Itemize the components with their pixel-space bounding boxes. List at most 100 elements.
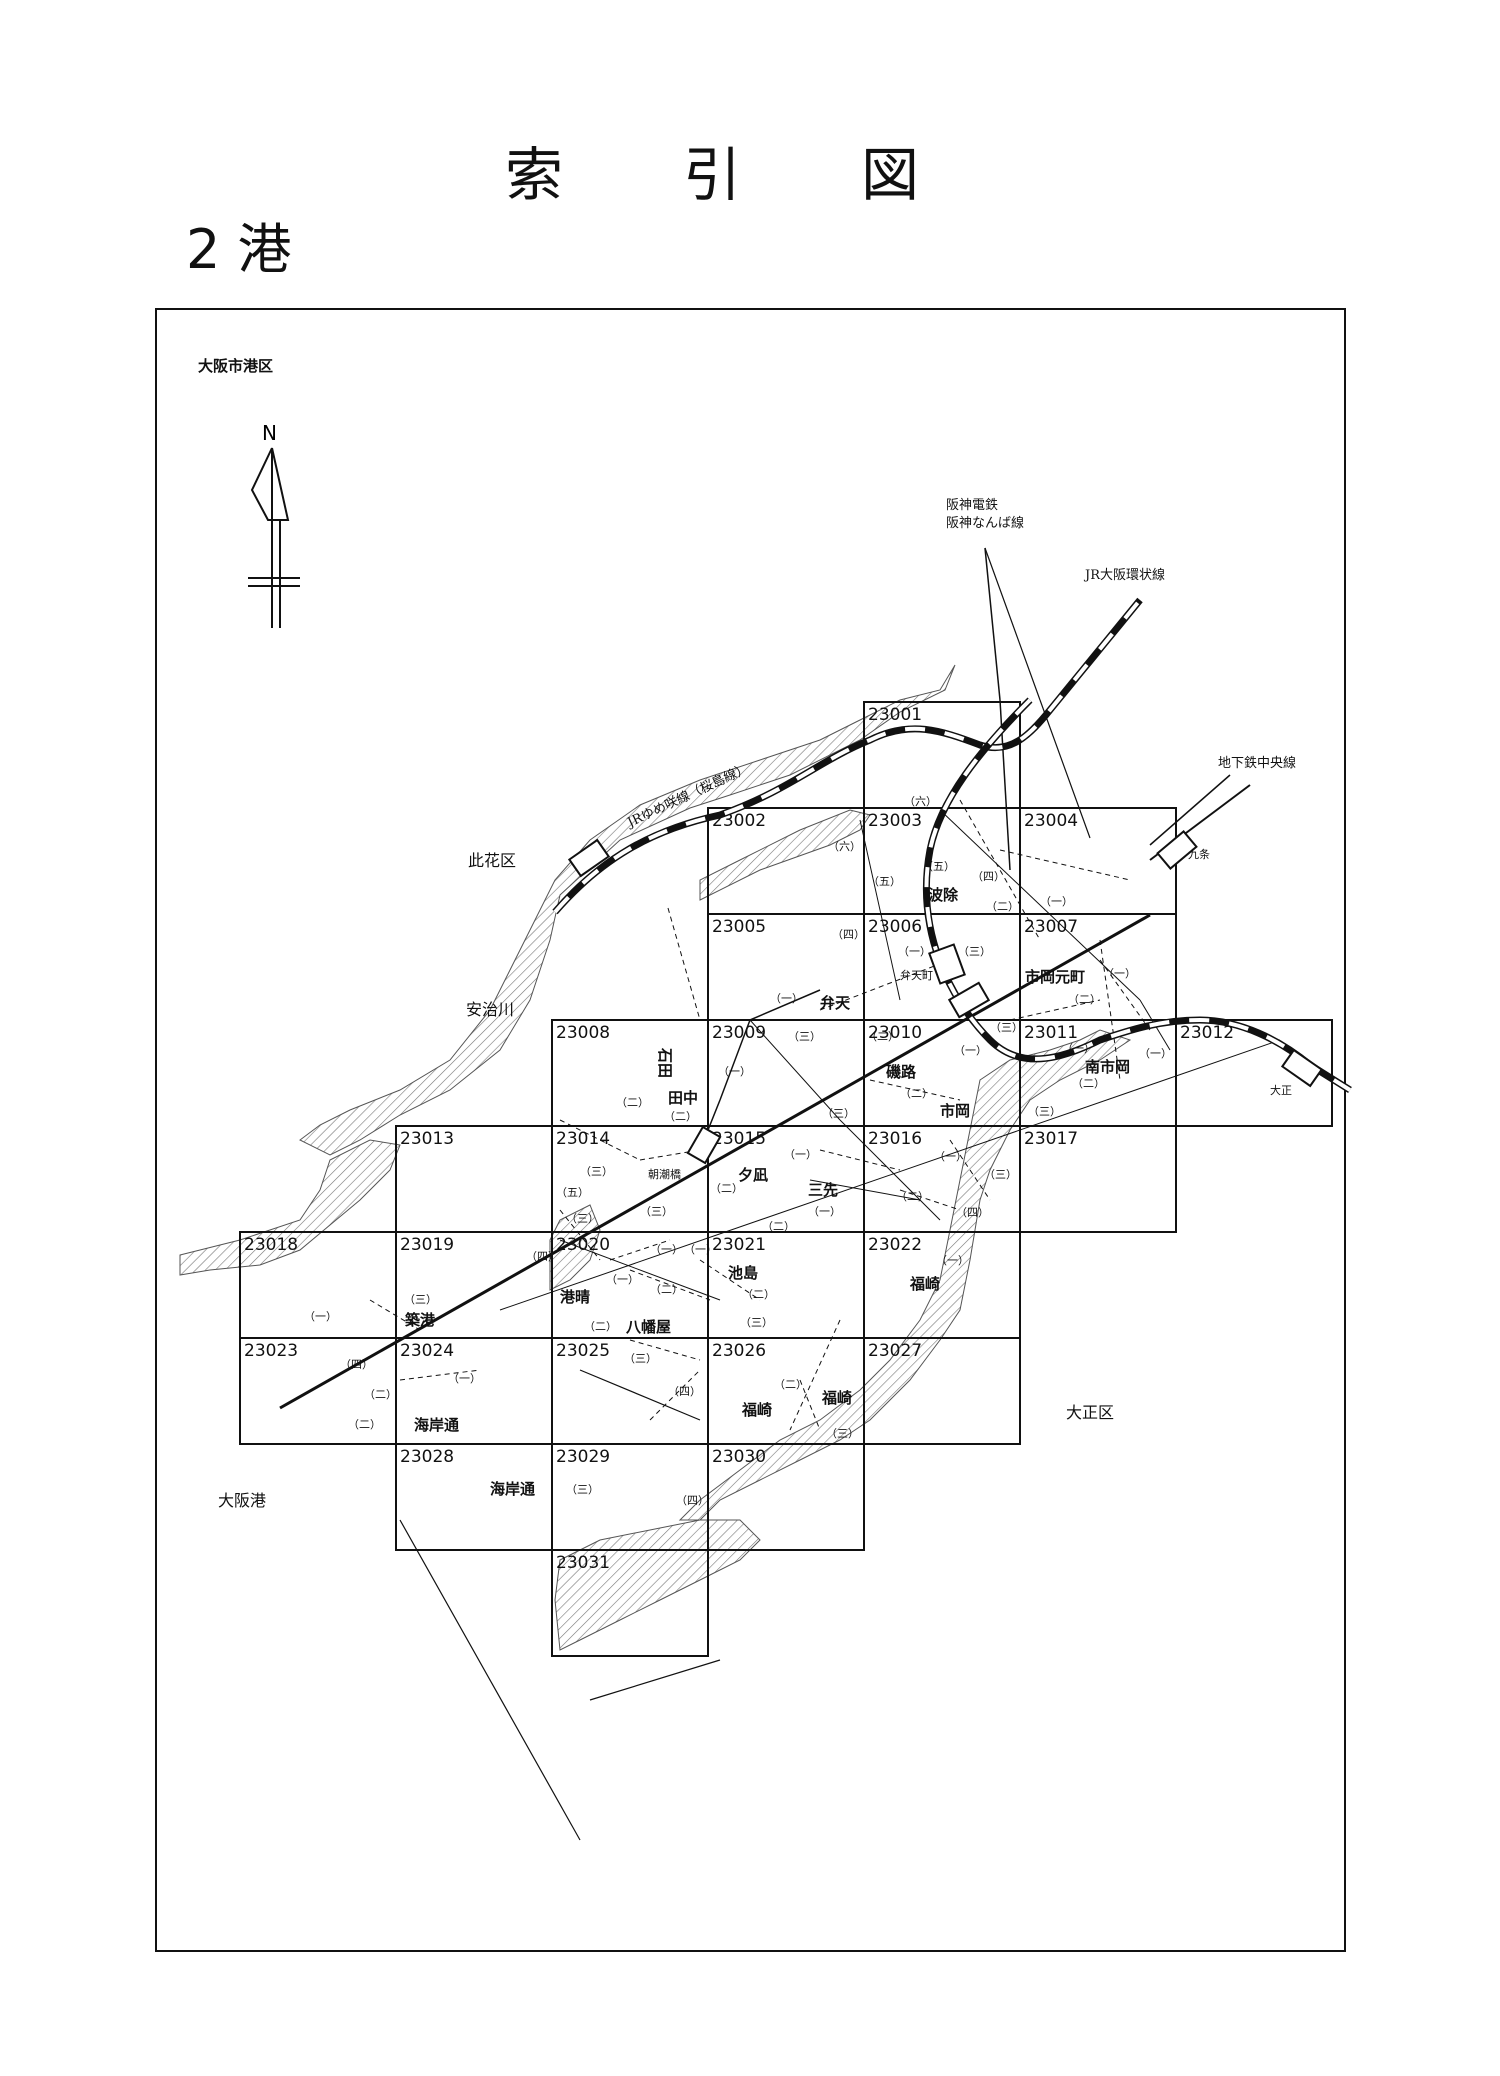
chome-marker: （五） <box>556 1186 589 1199</box>
chome-marker: （一） <box>898 945 931 958</box>
chome-marker: （三） <box>404 1293 437 1306</box>
chome-marker: （二） <box>348 1418 381 1431</box>
sheet-label: 23017 <box>1024 1129 1078 1149</box>
chome-marker: （二） <box>762 1220 795 1233</box>
map-frame <box>155 308 1346 1952</box>
sheet-label: 23024 <box>400 1341 454 1361</box>
sheet-label: 23026 <box>712 1341 766 1361</box>
sheet-label: 23030 <box>712 1447 766 1467</box>
sheet-label: 23003 <box>868 811 922 831</box>
chome-marker: （二） <box>664 1110 697 1123</box>
chome-marker: （三） <box>640 1205 673 1218</box>
chome-marker: （四） <box>832 928 865 941</box>
chome-marker: （一） <box>606 1273 639 1286</box>
sheet-label: 23004 <box>1024 811 1078 831</box>
chome-marker: （二） <box>896 1190 929 1203</box>
sheet-label: 23022 <box>868 1235 922 1255</box>
chome-marker: （三） <box>822 1107 855 1120</box>
label-yawataya: 八幡屋 <box>625 1318 671 1336</box>
chome-marker: （二） <box>900 1087 933 1100</box>
chome-marker: （四） <box>676 1494 709 1507</box>
page-title: 索引図 <box>505 128 1039 212</box>
railways <box>552 597 1352 1093</box>
chome-marker: （一） <box>650 1243 683 1256</box>
sheet-label: 23014 <box>556 1129 610 1149</box>
label-ichioka-motomachi: 市岡元町 <box>1025 968 1085 986</box>
chome-marker: （三） <box>740 1316 773 1329</box>
chome-marker: （三） <box>788 1030 821 1043</box>
chome-marker: （一） <box>684 1243 717 1256</box>
chome-marker: （四） <box>668 1385 701 1398</box>
chome-marker: （五） <box>868 875 901 888</box>
sheet-cell <box>863 1337 1021 1445</box>
label-benten-station: 弁天町 <box>900 968 933 982</box>
sheet-label: 23019 <box>400 1235 454 1255</box>
chome-marker: （一） <box>1103 967 1136 980</box>
chome-marker: （二） <box>866 1030 899 1043</box>
sheet-cell <box>551 1549 709 1657</box>
label-hanshin-2: 阪神なんば線 <box>946 515 1024 531</box>
region-label: 大阪市港区 <box>198 357 273 375</box>
label-chikko: 築港 <box>404 1311 436 1329</box>
label-kaigandori-2: 海岸通 <box>490 1480 535 1498</box>
sheet-label: 23001 <box>868 705 922 725</box>
chome-marker: （二） <box>774 1378 807 1391</box>
sheet-cell <box>707 1443 865 1551</box>
label-hanshin-1: 阪神電鉄 <box>946 498 998 513</box>
sheet-label: 23008 <box>556 1023 610 1043</box>
sheet-cell <box>1019 1125 1177 1233</box>
chome-marker: （四） <box>340 1358 373 1371</box>
label-ishida: 石田 <box>656 1047 674 1078</box>
chome-marker: （一） <box>304 1310 337 1323</box>
stations <box>567 830 1324 1165</box>
chome-marker: （三） <box>958 945 991 958</box>
chome-marker: （二） <box>742 1288 775 1301</box>
label-taisho-station: 大正 <box>1270 1083 1292 1097</box>
sheet-label: 23011 <box>1024 1023 1078 1043</box>
title-char-2: 引 <box>683 141 742 209</box>
sheet-label: 23015 <box>712 1129 766 1149</box>
chome-marker: （一） <box>1139 1047 1172 1060</box>
chome-marker: （一） <box>1062 1042 1095 1055</box>
sheet-label: 23013 <box>400 1129 454 1149</box>
sheet-label: 23009 <box>712 1023 766 1043</box>
sheet-label: 23005 <box>712 917 766 937</box>
chome-marker: （三） <box>984 1168 1017 1181</box>
chome-marker: （二） <box>1068 993 1101 1006</box>
chome-markers: （六） （六） （五） （五） （四） （二） （一） （四） （一） （三） … <box>304 795 1172 1507</box>
label-subway: 地下鉄中央線 <box>1218 755 1296 771</box>
chome-marker: （三） <box>826 1427 859 1440</box>
chome-marker: （二） <box>584 1320 617 1333</box>
chome-marker: （一） <box>784 1148 817 1161</box>
chome-marker: （二） <box>710 1182 743 1195</box>
chome-marker: （一） <box>936 1254 969 1267</box>
chome-marker: （一） <box>808 1205 841 1218</box>
sheet-label: 23028 <box>400 1447 454 1467</box>
label-minami-ichioka: 南市岡 <box>1085 1058 1130 1076</box>
label-minato-hare: 港晴 <box>560 1288 590 1306</box>
chome-marker: （六） <box>828 840 861 853</box>
sheet-label: 23031 <box>556 1553 610 1573</box>
sheet-label: 23027 <box>868 1341 922 1361</box>
sheet-label: 23016 <box>868 1129 922 1149</box>
roads <box>279 547 1281 1841</box>
sheet-label: 23023 <box>244 1341 298 1361</box>
chome-marker: （一） <box>1040 895 1073 908</box>
sheet-label: 23012 <box>1180 1023 1234 1043</box>
label-iso: 磯路 <box>886 1063 917 1081</box>
label-misaki: 三先 <box>808 1181 838 1199</box>
chome-marker: （六） <box>904 795 937 808</box>
chome-marker: （一） <box>448 1372 481 1385</box>
sheet-label: 23010 <box>868 1023 922 1043</box>
sheet-label: 23025 <box>556 1341 610 1361</box>
chome-marker: （二） <box>650 1283 683 1296</box>
north-arrow-icon: N <box>248 421 300 628</box>
chome-marker: （四） <box>526 1250 559 1263</box>
label-tanaka: 田中 <box>668 1089 698 1107</box>
title-char-3: 図 <box>861 141 920 209</box>
chome-marker: （四） <box>956 1206 989 1219</box>
sheet-label: 23007 <box>1024 917 1078 937</box>
title-char-1: 索 <box>505 141 564 209</box>
sheet-cell <box>1175 1019 1333 1127</box>
